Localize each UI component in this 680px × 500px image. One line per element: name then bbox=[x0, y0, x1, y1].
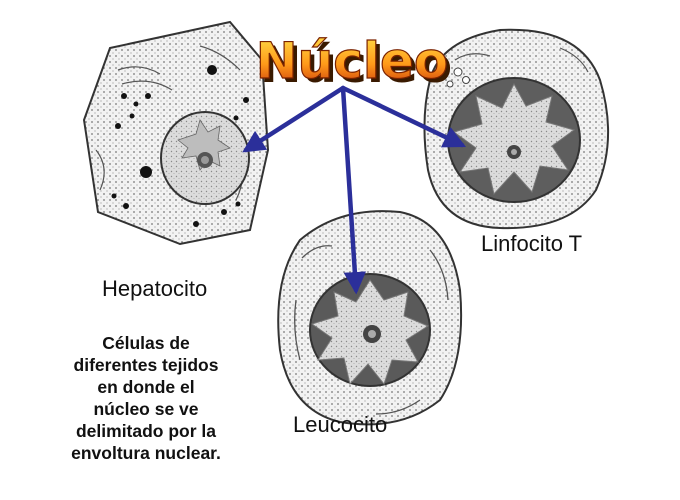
lymphocyte-t-cell bbox=[423, 28, 610, 230]
caption-line: Células de bbox=[102, 333, 190, 353]
caption-line: en donde el bbox=[97, 377, 195, 397]
hepatocyte-cell bbox=[82, 20, 270, 246]
arrows bbox=[242, 85, 467, 295]
title-wordart: Núcleo Núcleo bbox=[255, 31, 452, 94]
arrow-to-leucocyte bbox=[340, 85, 367, 295]
leucocyte-cell bbox=[277, 210, 463, 426]
label-linfocito-t: Linfocito T bbox=[481, 231, 583, 256]
arrow-to-lymphocyte bbox=[340, 85, 467, 148]
label-leucocito: Leucocito bbox=[293, 412, 388, 437]
caption-line: envoltura nuclear. bbox=[71, 443, 221, 463]
arrow-to-hepatocyte bbox=[242, 85, 346, 153]
caption-line: núcleo se ve bbox=[93, 399, 199, 419]
caption-line: diferentes tejidos bbox=[73, 355, 219, 375]
title-shadow: Núcleo bbox=[260, 36, 452, 94]
caption: Células de diferentes tejidos en donde e… bbox=[46, 332, 246, 464]
title: Núcleo bbox=[256, 32, 448, 90]
label-hepatocito: Hepatocito bbox=[102, 276, 208, 301]
caption-line: delimitado por la bbox=[75, 421, 217, 441]
